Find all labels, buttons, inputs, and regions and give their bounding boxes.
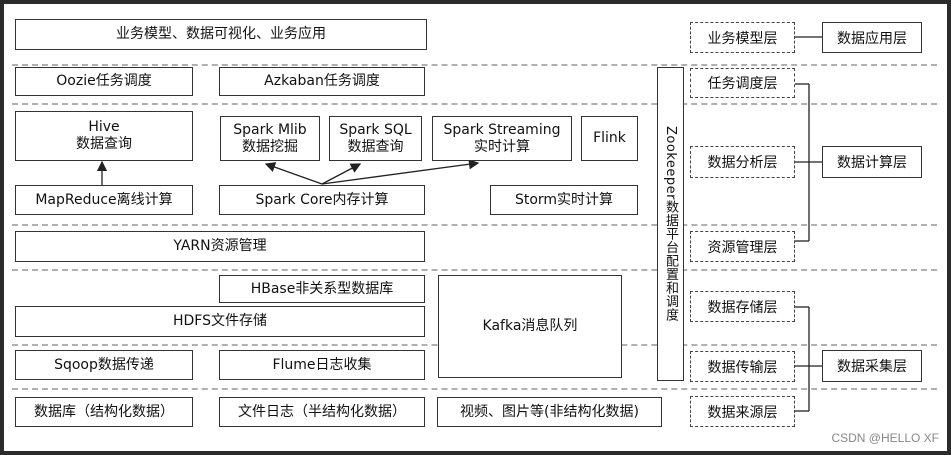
mapreduce-box: MapReduce离线计算 — [15, 185, 193, 215]
category-computation-label: 数据计算层 — [837, 155, 907, 171]
layer-business-model-label: 业务模型层 — [707, 30, 778, 47]
watermark: CSDN @HELLO XF — [831, 431, 939, 445]
layer-task-scheduling: 任务调度层 — [690, 68, 795, 98]
spark-sql-box: Spark SQL 数据查询 — [329, 116, 422, 161]
flink-label: Flink — [593, 130, 626, 147]
flink-box: Flink — [581, 116, 638, 161]
layer-data-source-label: 数据来源层 — [707, 404, 778, 421]
business-apps-label: 业务模型、数据可视化、业务应用 — [116, 26, 326, 43]
hbase-box: HBase非关系型数据库 — [219, 275, 425, 303]
business-apps-box: 业务模型、数据可视化、业务应用 — [15, 19, 427, 50]
flume-box: Flume日志收集 — [219, 350, 425, 380]
oozie-box: Oozie任务调度 — [15, 67, 193, 96]
spark-core-label: Spark Core内存计算 — [255, 191, 389, 208]
separator-line — [12, 103, 937, 105]
hive-title: Hive — [88, 119, 120, 136]
kafka-box: Kafka消息队列 — [438, 275, 622, 378]
azkaban-box: Azkaban任务调度 — [219, 67, 425, 96]
sqoop-box: Sqoop数据传递 — [15, 350, 193, 380]
media-source-box: 视频、图片等(非结构化数据) — [437, 397, 662, 427]
layer-business-model: 业务模型层 — [690, 22, 795, 53]
arrow-core-to-sql — [321, 163, 362, 185]
separator-line — [12, 64, 937, 66]
arrow-core-to-mllib — [264, 162, 323, 185]
hbase-label: HBase非关系型数据库 — [250, 280, 394, 297]
database-source-box: 数据库（结构化数据） — [15, 397, 193, 427]
layer-task-scheduling-label: 任务调度层 — [707, 76, 778, 92]
yarn-label: YARN资源管理 — [173, 238, 267, 255]
spark-streaming-subtitle: 实时计算 — [474, 138, 530, 155]
category-collection-label: 数据采集层 — [837, 359, 907, 375]
arrow-core-to-streaming — [321, 159, 480, 185]
category-application-label: 数据应用层 — [837, 30, 907, 47]
spark-mllib-title: Spark Mlib — [233, 121, 307, 138]
spark-sql-subtitle: 数据查询 — [347, 138, 404, 155]
layer-data-source: 数据来源层 — [690, 396, 795, 427]
layer-data-storage-label: 数据存储层 — [707, 299, 778, 316]
hdfs-label: HDFS文件存储 — [172, 313, 267, 330]
spark-mllib-subtitle: 数据挖掘 — [242, 138, 298, 155]
media-source-label: 视频、图片等(非结构化数据) — [460, 403, 639, 420]
yarn-box: YARN资源管理 — [15, 231, 425, 262]
spark-streaming-title: Spark Streaming — [443, 121, 561, 138]
layer-resource-mgmt-label: 资源管理层 — [707, 239, 778, 256]
sqoop-label: Sqoop数据传递 — [54, 356, 154, 373]
flume-label: Flume日志收集 — [272, 356, 372, 373]
zookeeper-label: Zookeeper数据平台配置和调度 — [663, 126, 678, 322]
layer-data-transport: 数据传输层 — [690, 351, 795, 382]
architecture-diagram: 业务模型、数据可视化、业务应用 Oozie任务调度 Azkaban任务调度 Hi… — [4, 4, 947, 451]
storm-box: Storm实时计算 — [490, 185, 638, 215]
category-collection: 数据采集层 — [822, 350, 922, 382]
oozie-label: Oozie任务调度 — [56, 73, 152, 90]
spark-mllib-box: Spark Mlib 数据挖掘 — [220, 116, 320, 161]
layer-data-storage: 数据存储层 — [690, 291, 795, 322]
layer-data-analysis-label: 数据分析层 — [707, 155, 778, 171]
separator-line — [12, 269, 937, 271]
separator-line — [12, 388, 937, 390]
spark-streaming-box: Spark Streaming 实时计算 — [432, 116, 572, 161]
arrow-connectors — [96, 36, 822, 412]
spark-sql-title: Spark SQL — [339, 121, 412, 138]
category-computation: 数据计算层 — [822, 146, 922, 178]
hive-subtitle: 数据查询 — [76, 136, 132, 152]
separator-line — [12, 224, 937, 226]
hive-box: Hive 数据查询 — [15, 111, 193, 161]
mapreduce-label: MapReduce离线计算 — [35, 191, 173, 208]
zookeeper-box: Zookeeper数据平台配置和调度 — [657, 67, 684, 381]
hdfs-box: HDFS文件存储 — [15, 306, 425, 337]
storm-label: Storm实时计算 — [514, 191, 614, 208]
log-source-box: 文件日志（半结构化数据） — [219, 397, 425, 427]
kafka-label: Kafka消息队列 — [482, 318, 578, 335]
spark-core-box: Spark Core内存计算 — [219, 185, 425, 215]
layer-resource-mgmt: 资源管理层 — [690, 231, 795, 262]
azkaban-label: Azkaban任务调度 — [264, 73, 380, 90]
category-application: 数据应用层 — [822, 22, 922, 53]
layer-data-analysis: 数据分析层 — [690, 146, 795, 178]
database-source-label: 数据库（结构化数据） — [34, 403, 174, 420]
layer-data-transport-label: 数据传输层 — [707, 359, 778, 376]
log-source-label: 文件日志（半结构化数据） — [238, 403, 406, 420]
